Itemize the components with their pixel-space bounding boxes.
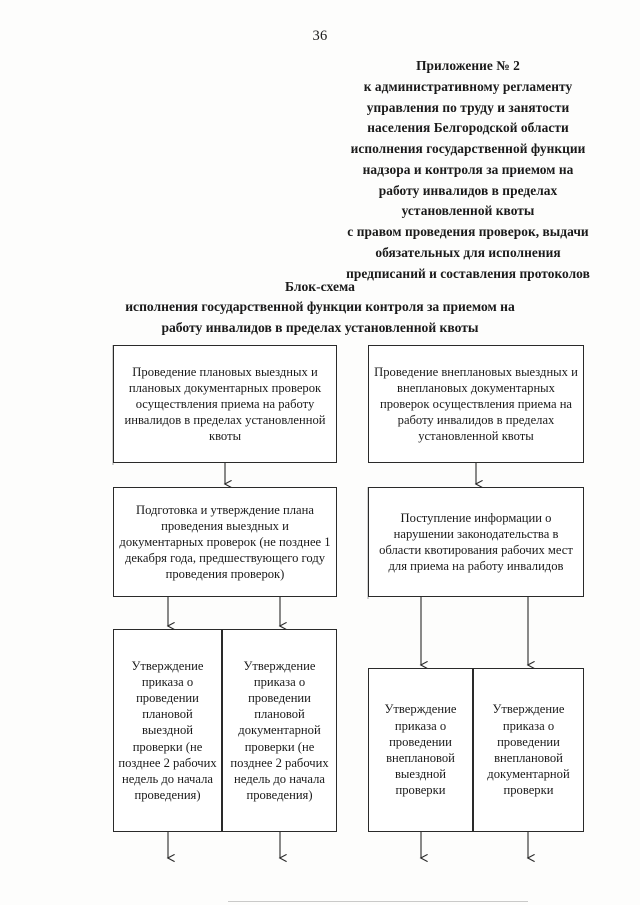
flow-box-text: Утверждение приказа о проведении планово… bbox=[118, 658, 217, 803]
appendix-line: надзора и контроля за приемом на bbox=[362, 161, 574, 177]
flow-box-information-receipt: Поступление информации о нарушении закон… bbox=[368, 487, 584, 597]
flow-box-order-planned-documentary: Утверждение приказа о проведении планово… bbox=[222, 629, 337, 832]
flow-box-planned-inspections: Проведение плановых выездных и плановых … bbox=[113, 345, 337, 463]
appendix-line: управления по труду и занятости bbox=[366, 99, 570, 115]
appendix-line: обязательных для исполнения bbox=[375, 244, 561, 260]
appendix-line: исполнения государственной функции bbox=[350, 141, 586, 157]
scan-artifact bbox=[228, 901, 528, 902]
scheme-title-line: работу инвалидов в пределах установленно… bbox=[161, 319, 479, 335]
flow-box-text: Проведение внеплановых выездных и внепла… bbox=[374, 364, 578, 444]
flow-box-unplanned-inspections: Проведение внеплановых выездных и внепла… bbox=[368, 345, 584, 463]
appendix-line: к административному регламенту bbox=[363, 78, 573, 94]
flow-box-text: Утверждение приказа о проведении планово… bbox=[230, 658, 329, 803]
flow-box-text: Поступление информации о нарушении закон… bbox=[379, 510, 573, 574]
flow-box-order-unplanned-field: Утверждение приказа о проведении внеплан… bbox=[368, 668, 473, 832]
flow-box-plan-preparation-approval: Подготовка и утверждение плана проведени… bbox=[113, 487, 337, 597]
appendix-line: населения Белгородской области bbox=[367, 120, 569, 136]
scheme-title-line: исполнения государственной функции контр… bbox=[125, 299, 515, 315]
flow-box-text: Проведение плановых выездных и плановых … bbox=[124, 364, 326, 444]
flow-box-text: Утверждение приказа о проведении внеплан… bbox=[487, 702, 570, 798]
appendix-line: с правом проведения проверок, выдачи bbox=[347, 224, 589, 240]
appendix-line: Приложение № 2 bbox=[416, 58, 520, 73]
flow-box-text: Подготовка и утверждение плана проведени… bbox=[119, 502, 331, 582]
scheme-title-line: Блок-схема bbox=[285, 279, 355, 294]
flow-box-order-planned-field: Утверждение приказа о проведении планово… bbox=[113, 629, 222, 832]
appendix-header: Приложение № 2 к административному регла… bbox=[318, 56, 618, 284]
appendix-line: установленной квоты bbox=[401, 203, 535, 219]
scheme-title: Блок-схема исполнения государственной фу… bbox=[60, 277, 580, 338]
page-number: 36 bbox=[312, 28, 328, 44]
flow-box-order-unplanned-documentary: Утверждение приказа о проведении внеплан… bbox=[473, 668, 584, 832]
appendix-line: работу инвалидов в пределах bbox=[378, 182, 558, 198]
appendix-line: предписаний и составления протоколов bbox=[346, 265, 590, 281]
flow-box-text: Утверждение приказа о проведении внеплан… bbox=[384, 702, 457, 798]
